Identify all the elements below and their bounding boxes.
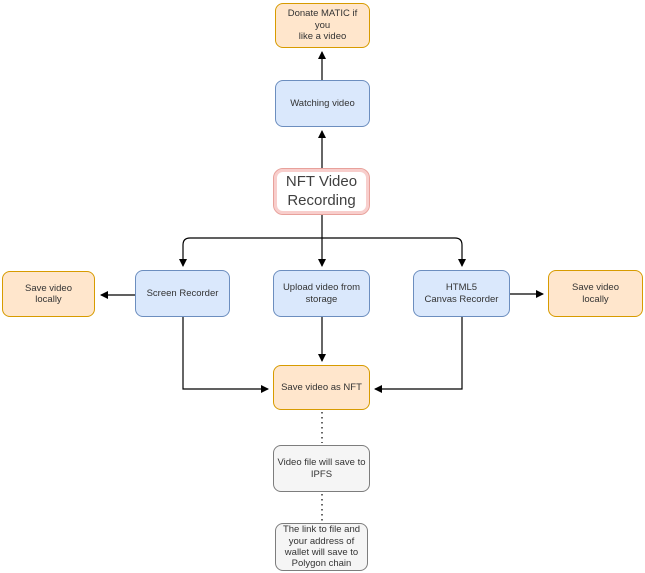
node-screen-recorder: Screen Recorder: [135, 270, 230, 317]
node-donate-matic: Donate MATIC if you like a video: [275, 3, 370, 48]
node-nft-video-recording: NFT Video Recording: [273, 168, 370, 215]
node-html5-canvas-recorder: HTML5 Canvas Recorder: [413, 270, 510, 317]
node-save-video-locally-right: Save video locally: [548, 270, 643, 317]
node-ipfs: Video file will save to IPFS: [273, 445, 370, 492]
node-save-video-locally-left: Save video locally: [2, 271, 95, 317]
node-save-video-as-nft: Save video as NFT: [273, 365, 370, 410]
edge-nft-to-screen-recorder: [179, 237, 322, 267]
edge-screen-recorder-to-save-nft: [182, 317, 269, 393]
node-upload-video-from-storage: Upload video from storage: [273, 270, 370, 317]
node-polygon-chain: The link to file and your address of wal…: [275, 523, 368, 571]
node-watching-video: Watching video: [275, 80, 370, 127]
edge-html5-canvas-to-save-nft: [374, 317, 463, 393]
edge-nft-to-html5-canvas: [322, 237, 466, 267]
